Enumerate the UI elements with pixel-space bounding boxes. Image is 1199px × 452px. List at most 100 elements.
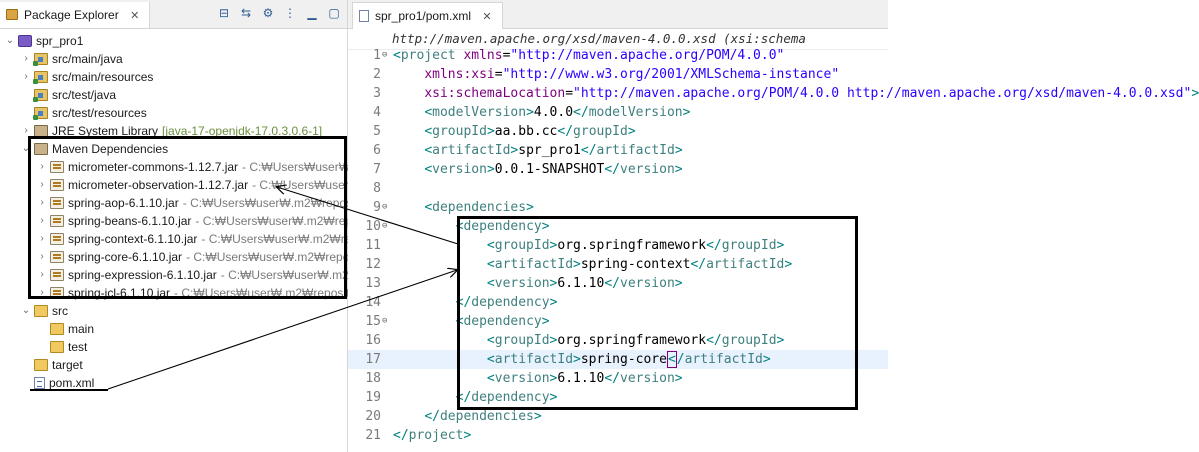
code-line[interactable]: 8 — [348, 179, 888, 198]
tree-item-spring-jcl-6-1-10-jar[interactable]: ›spring-jcl-6.1.10.jar- C:₩Users₩user₩.m… — [0, 284, 349, 302]
collapse-all-icon[interactable]: ⊟ — [218, 6, 230, 20]
chevron-right-icon[interactable]: › — [40, 197, 44, 208]
code-token: dependency — [463, 219, 542, 234]
tree-item-spring-core-6-1-10-jar[interactable]: ›spring-core-6.1.10.jar- C:₩Users₩user₩.… — [0, 248, 358, 266]
code-token: version — [494, 276, 550, 291]
chevron-right-icon[interactable]: › — [24, 125, 28, 136]
editor-tabbar: spr_pro1/pom.xml ✕ — [348, 0, 888, 29]
code-line[interactable]: 3 xsi:schemaLocation="http://maven.apach… — [348, 84, 1199, 103]
code-token — [393, 124, 424, 139]
code-line[interactable]: 1⊖<project xmlns="http://maven.apache.or… — [348, 46, 888, 65]
code-token: < — [486, 276, 495, 291]
chevron-right-icon[interactable]: › — [24, 71, 28, 82]
chevron-right-icon[interactable]: › — [40, 233, 44, 244]
code-token: dependency — [463, 314, 542, 329]
link-with-editor-icon[interactable]: ⇆ — [240, 6, 252, 20]
code-text: <dependencies> — [393, 198, 534, 217]
code-token: > — [533, 409, 542, 424]
view-menu-icon[interactable]: ⋮ — [284, 6, 296, 20]
tree-item-src-main-resources[interactable]: › src/main/resources — [0, 68, 347, 86]
code-text: <groupId>aa.bb.cc</groupId> — [393, 122, 635, 141]
fold-toggle-icon[interactable]: ⊖ — [382, 50, 388, 60]
chevron-right-icon[interactable]: › — [24, 53, 28, 64]
chevron-down-icon[interactable]: ⌄ — [5, 35, 15, 46]
editor-breadcrumb[interactable]: http://maven.apache.org/xsd/maven-4.0.0.… — [348, 29, 888, 50]
code-line[interactable]: 19 </dependency> — [348, 388, 888, 407]
code-text: <artifactId>spring-core</artifactId> — [393, 350, 771, 369]
chevron-right-icon[interactable]: › — [40, 161, 44, 172]
code-token: > — [541, 219, 550, 234]
chevron-down-icon[interactable]: ⌄ — [21, 305, 31, 316]
code-line[interactable]: 18 <version>6.1.10</version> — [348, 369, 888, 388]
line-number: 8 — [373, 181, 381, 196]
code-line[interactable]: 13 <version>6.1.10</version> — [348, 274, 888, 293]
code-area[interactable]: 1⊖<project xmlns="http://maven.apache.or… — [348, 46, 1199, 445]
code-token: </ — [455, 390, 472, 405]
chevron-down-icon[interactable]: ⌄ — [21, 143, 31, 154]
close-icon[interactable]: ✕ — [130, 10, 140, 22]
tree-item-label: src — [52, 304, 68, 318]
fold-toggle-icon[interactable]: ⊖ — [382, 202, 388, 212]
line-number: 3 — [373, 86, 381, 101]
filters-icon[interactable]: ⚙ — [262, 6, 274, 20]
code-token: </ — [706, 333, 722, 348]
tree-item-spring-context-6-1-10-jar[interactable]: ›spring-context-6.1.10.jar- C:₩Users₩use… — [0, 230, 358, 248]
code-line[interactable]: 20 </dependencies> — [348, 407, 888, 426]
chevron-right-icon[interactable]: › — [40, 215, 44, 226]
code-line[interactable]: 4 <modelVersion>4.0.0</modelVersion> — [348, 103, 888, 122]
tab-pom-xml[interactable]: spr_pro1/pom.xml ✕ — [352, 2, 503, 29]
tree-item-path: - C:₩Users₩user₩.m2 — [220, 268, 349, 282]
code-line[interactable]: 17 <artifactId>spring-core</artifactId> — [348, 350, 888, 369]
code-text: <project xmlns="http://maven.apache.org/… — [393, 46, 784, 65]
code-token: dependency — [471, 295, 550, 310]
fold-toggle-icon[interactable]: ⊖ — [382, 221, 388, 231]
fold-toggle-icon[interactable]: ⊖ — [382, 316, 388, 326]
line-number: 5 — [373, 124, 381, 139]
tree-item-src-test-resources[interactable]: src/test/resources — [0, 104, 347, 122]
code-line[interactable]: 11 <groupId>org.springframework</groupId… — [348, 236, 888, 255]
tree-item-src-test-java[interactable]: src/test/java — [0, 86, 347, 104]
tree-item-target[interactable]: target — [0, 356, 347, 374]
tree-item-src-main-java[interactable]: ›src/main/java — [0, 50, 347, 68]
tree-item-maven-dependencies[interactable]: ⌄Maven Dependencies — [0, 140, 347, 158]
code-line[interactable]: 5 <groupId>aa.bb.cc</groupId> — [348, 122, 888, 141]
tab-package-explorer[interactable]: Package Explorer ✕ — [0, 2, 151, 28]
line-number: 18 — [365, 371, 381, 386]
tree-item-src[interactable]: ⌄ src — [0, 302, 347, 320]
code-token: </ — [604, 371, 620, 386]
tree-item-micrometer-observation-1-12-7-jar[interactable]: ›micrometer-observation-1.12.7.jar- C:₩U… — [0, 176, 348, 194]
code-token — [393, 200, 424, 215]
code-token: </ — [424, 409, 440, 424]
line-number: 4 — [373, 105, 381, 120]
tree-item-pom-xml[interactable]: pom.xml — [0, 374, 347, 392]
code-line[interactable]: 10⊖ <dependency> — [348, 217, 888, 236]
tree-item-micrometer-commons-1-12-7-jar[interactable]: ›micrometer-commons-1.12.7.jar- C:₩Users… — [0, 158, 350, 176]
chevron-right-icon[interactable]: › — [40, 251, 44, 262]
code-line[interactable]: 6 <artifactId>spr_pro1</artifactId> — [348, 141, 888, 160]
code-line[interactable]: 7 <version>0.0.1-SNAPSHOT</version> — [348, 160, 888, 179]
chevron-right-icon[interactable]: › — [40, 287, 44, 298]
code-token: version — [620, 371, 675, 386]
tree-item-spring-beans-6-1-10-jar[interactable]: ›spring-beans-6.1.10.jar- C:₩Users₩user₩… — [0, 212, 358, 230]
code-line[interactable]: 21</project> — [348, 426, 888, 445]
code-line[interactable]: 9⊖ <dependencies> — [348, 198, 888, 217]
chevron-right-icon[interactable]: › — [40, 179, 44, 190]
tree-item-test[interactable]: test — [0, 338, 347, 356]
minimize-icon[interactable]: ▁ — [307, 6, 317, 20]
code-line[interactable]: 12 <artifactId>spring-context</artifactI… — [348, 255, 888, 274]
code-line[interactable]: 16 <groupId>org.springframework</groupId… — [348, 331, 888, 350]
tree-item-spring-expression-6-1-10-jar[interactable]: ›spring-expression-6.1.10.jar- C:₩Users₩… — [0, 266, 349, 284]
tree-item-spring-aop-6-1-10-jar[interactable]: ›spring-aop-6.1.10.jar- C:₩Users₩user₩.m… — [0, 194, 358, 212]
tree-item-label: src/main/resources — [52, 70, 154, 84]
code-text: <artifactId>spring-context</artifactId> — [393, 255, 792, 274]
chevron-right-icon[interactable]: › — [40, 269, 44, 280]
code-token: > — [549, 295, 558, 310]
tree-item-main[interactable]: main — [0, 320, 347, 338]
tree-item-jre-system-library[interactable]: ›JRE System Library[java-17-openjdk-17.0… — [0, 122, 347, 140]
maximize-icon[interactable]: ▢ — [328, 6, 340, 20]
close-icon[interactable]: ✕ — [482, 11, 492, 23]
code-line[interactable]: 14 </dependency> — [348, 293, 888, 312]
tree-item-spr-pro1[interactable]: ⌄spr_pro1 — [0, 32, 347, 50]
code-line[interactable]: 2 xmlns:xsi="http://www.w3.org/2001/XMLS… — [348, 65, 888, 84]
code-line[interactable]: 15⊖ <dependency> — [348, 312, 888, 331]
